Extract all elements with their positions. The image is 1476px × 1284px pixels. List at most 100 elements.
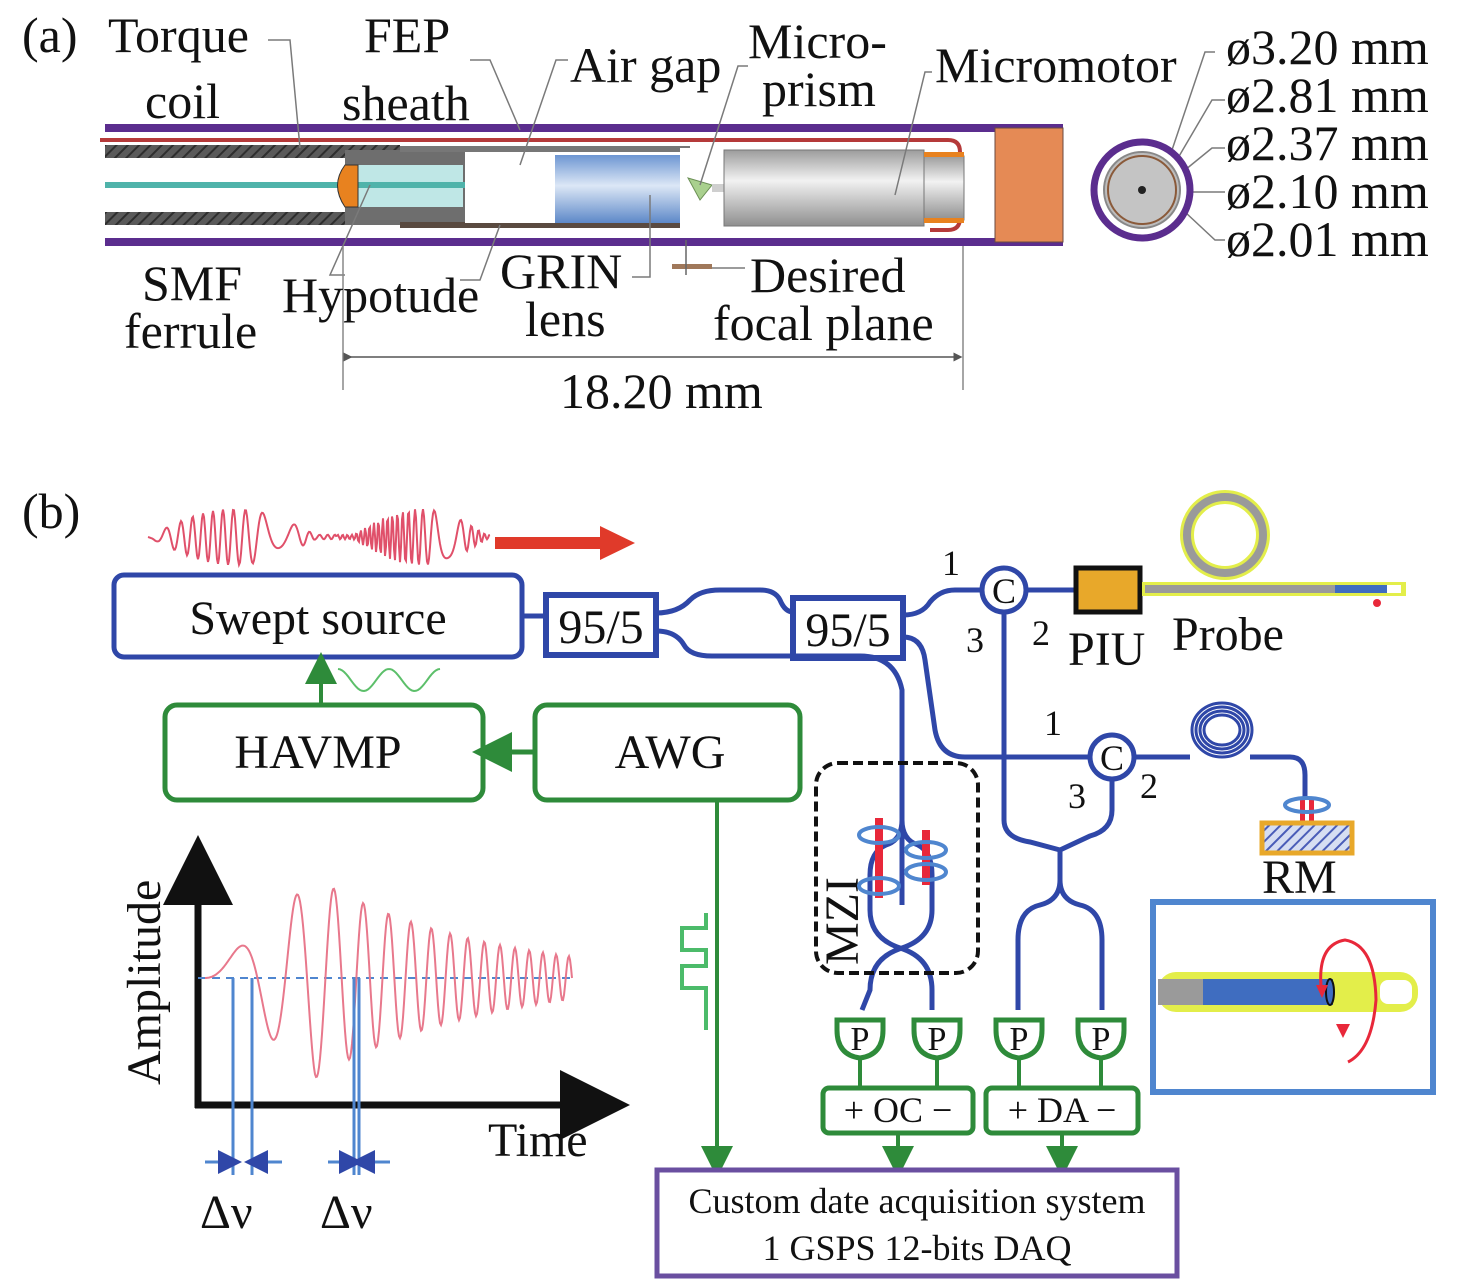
probe-radial-section bbox=[1090, 138, 1194, 242]
panel-b-tag: (b) bbox=[22, 483, 80, 539]
mzi-enclosure bbox=[814, 761, 980, 975]
detector-2: P bbox=[911, 1017, 963, 1061]
delta-nu-1: Δν bbox=[200, 1186, 253, 1239]
diameter-1: ø3.20 mm bbox=[1226, 19, 1429, 75]
label-coil: coil bbox=[145, 73, 220, 129]
label-length: 18.20 mm bbox=[560, 363, 763, 419]
torque-coil-bottom bbox=[105, 212, 400, 225]
smf-ferrule bbox=[337, 164, 359, 208]
coupler-2-label: 95/5 bbox=[805, 604, 890, 657]
mzi-polarization-controllers bbox=[857, 818, 948, 898]
coupler-1-label: 95/5 bbox=[558, 601, 643, 654]
label-hypotube: Hypotude bbox=[282, 267, 479, 323]
detector-3: P bbox=[993, 1017, 1045, 1061]
probe-cross-section bbox=[100, 124, 1064, 275]
micro-prism bbox=[686, 177, 713, 201]
label-grin: GRIN bbox=[500, 243, 622, 299]
drive-sine-wave bbox=[337, 668, 441, 693]
diameter-4: ø2.10 mm bbox=[1226, 163, 1429, 219]
detector-1-label: P bbox=[851, 1021, 870, 1058]
rm-label: RM bbox=[1262, 851, 1337, 904]
panel-b: (b) Swept source HAVMP AWG 95/5 95/5 bbox=[22, 483, 1436, 1279]
detector-2-label: P bbox=[928, 1021, 947, 1058]
c2-port-3: 3 bbox=[1068, 776, 1086, 816]
label-prism: prism bbox=[762, 61, 876, 117]
trigger-pulse-icon bbox=[680, 913, 708, 1030]
label-fep: FEP bbox=[364, 7, 450, 63]
circulator-1: C bbox=[979, 565, 1029, 615]
circulator-1-label: C bbox=[992, 571, 1016, 611]
panel-a-tag: (a) bbox=[22, 7, 78, 63]
propagation-arrow-icon bbox=[495, 526, 635, 560]
length-dimension bbox=[342, 246, 964, 390]
probe-label: Probe bbox=[1172, 608, 1284, 661]
c2-port-2: 2 bbox=[1140, 766, 1158, 806]
circulator-2: C bbox=[1087, 732, 1137, 782]
da-label: + DA − bbox=[1008, 1090, 1117, 1130]
label-ferrule: ferrule bbox=[124, 303, 257, 359]
panel-a: (a) bbox=[22, 7, 1429, 419]
mzi-label: MZI bbox=[816, 877, 869, 965]
detector-3-label: P bbox=[1010, 1021, 1029, 1058]
end-cap bbox=[994, 127, 1064, 243]
detectors: P P P P bbox=[834, 1017, 1127, 1061]
delta-nu-2: Δν bbox=[320, 1186, 373, 1239]
center-axis bbox=[1138, 186, 1146, 194]
torque-coil-top bbox=[105, 145, 400, 158]
label-focal-plane: focal plane bbox=[713, 295, 934, 351]
label-desired: Desired bbox=[750, 247, 906, 303]
diameter-5: ø2.01 mm bbox=[1226, 211, 1429, 267]
piu-block bbox=[1073, 565, 1143, 615]
rotation-inset bbox=[1150, 899, 1436, 1095]
detector-leads bbox=[858, 1058, 1103, 1088]
label-lens: lens bbox=[525, 291, 606, 347]
piu-label: PIU bbox=[1068, 623, 1145, 676]
daq-label-1: Custom date acquisition system bbox=[689, 1181, 1146, 1221]
fep-sheath-bottom bbox=[105, 238, 1063, 246]
air-gap bbox=[465, 155, 555, 223]
leader-lines bbox=[268, 39, 1225, 281]
daq-block bbox=[654, 1167, 1180, 1279]
detector-1: P bbox=[834, 1017, 886, 1061]
label-micromotor: Micromotor bbox=[935, 37, 1177, 93]
swept-source-label: Swept source bbox=[189, 592, 446, 645]
label-torque: Torque bbox=[108, 7, 249, 63]
rotation-arrow-icon bbox=[1319, 938, 1378, 1064]
optical-fiber-paths bbox=[655, 587, 1308, 1011]
c2-port-1: 1 bbox=[1044, 703, 1062, 743]
c1-port-1: 1 bbox=[942, 543, 960, 583]
micromotor bbox=[723, 149, 925, 227]
detector-4: P bbox=[1075, 1017, 1127, 1061]
fringe-signal bbox=[205, 887, 573, 1079]
detector-4-label: P bbox=[1092, 1021, 1111, 1058]
daq-label-2: 1 GSPS 12-bits DAQ bbox=[762, 1228, 1071, 1268]
awg-label: AWG bbox=[615, 726, 726, 779]
havmp-label: HAVMP bbox=[234, 726, 401, 779]
ylabel: Amplitude bbox=[118, 880, 171, 1085]
xlabel: Time bbox=[488, 1114, 588, 1167]
fep-sheath-top bbox=[105, 124, 1063, 132]
diameter-2: ø2.81 mm bbox=[1226, 67, 1429, 123]
housing-bottom bbox=[400, 222, 690, 228]
circulator-2-label: C bbox=[1100, 738, 1124, 778]
housing-top bbox=[400, 146, 690, 152]
label-air-gap: Air gap bbox=[570, 37, 721, 93]
label-micro: Micro- bbox=[748, 13, 887, 69]
reference-fiber-coil bbox=[1190, 701, 1254, 759]
swept-signal-wave bbox=[147, 508, 491, 569]
reference-mirror bbox=[1259, 796, 1355, 856]
label-smf: SMF bbox=[142, 255, 242, 311]
c1-port-2: 2 bbox=[1032, 613, 1050, 653]
diameter-3: ø2.37 mm bbox=[1226, 115, 1429, 171]
delta-nu-markers bbox=[205, 978, 390, 1175]
c1-port-3: 3 bbox=[966, 620, 984, 660]
catheter-probe-icon bbox=[1142, 490, 1406, 607]
oc-label: + OC − bbox=[844, 1090, 953, 1130]
coupler-1 bbox=[543, 592, 659, 658]
single-mode-fiber bbox=[105, 182, 465, 188]
grin-lens bbox=[555, 155, 680, 223]
interference-inset-plot: Amplitude Time Δν Δν bbox=[118, 835, 630, 1239]
focal-plane-marker bbox=[672, 264, 712, 269]
label-sheath: sheath bbox=[342, 75, 470, 131]
